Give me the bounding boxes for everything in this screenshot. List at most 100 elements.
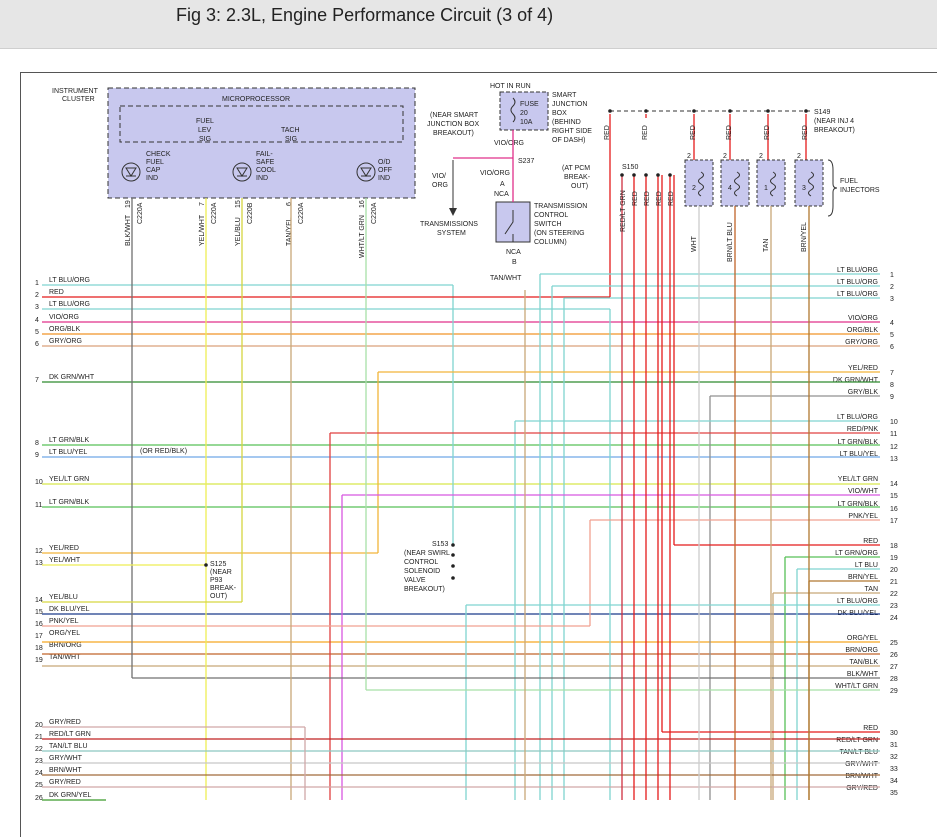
injector-number: 1 (764, 185, 768, 192)
left-wire-num: 1 (35, 280, 39, 287)
right-wire-label: BLK/WHT (847, 671, 879, 678)
right-wire-num: 8 (890, 382, 894, 389)
left-wire-label: YEL/BLU (49, 594, 78, 601)
right-wire-label: BRN/WHT (845, 773, 878, 780)
left-wire-num: 24 (35, 770, 43, 777)
title-bar: Fig 3: 2.3L, Engine Performance Circuit … (0, 0, 937, 49)
right-wire-label: TAN/LT BLU (839, 749, 878, 756)
pin-conn-1: C220A (137, 202, 144, 224)
right-wire-label: LT BLU/ORG (837, 414, 878, 421)
pin-wire-5: WHT/LT GRN (359, 215, 366, 258)
right-wire-label: LT BLU/ORG (837, 279, 878, 286)
right-wire-label: PNK/YEL (848, 513, 878, 520)
left-wire-label: PNK/YEL (49, 618, 79, 625)
right-wire-label: LT GRN/ORG (835, 550, 878, 557)
left-wire-label: YEL/WHT (49, 557, 81, 564)
s149-l2: (NEAR INJ 4 (814, 118, 854, 125)
ind2-l1: FAIL- (256, 151, 273, 158)
left-wire-num: 15 (35, 609, 43, 616)
right-wire-num: 18 (890, 543, 898, 550)
right-wire-num: 4 (890, 320, 894, 327)
injector-top-pin: 2 (759, 153, 763, 160)
left-wire-label: RED/LT GRN (49, 731, 91, 738)
top-red-label: RED (690, 125, 697, 140)
left-wire-label: BRN/ORG (49, 642, 82, 649)
right-wire-num: 13 (890, 456, 898, 463)
ind1-l4: IND (146, 175, 158, 182)
cluster-label-1: INSTRUMENT (52, 88, 99, 95)
left-wire-label: LT GRN/BLK (49, 437, 90, 444)
right-wire-label: ORG/BLK (847, 327, 878, 334)
left-wire-num: 8 (35, 440, 39, 447)
right-wire-num: 14 (890, 481, 898, 488)
top-red-label: RED (604, 125, 611, 140)
left-wire-num: 4 (35, 317, 39, 324)
sjb-l5: RIGHT SIDE (552, 128, 592, 135)
left-wire-num: 25 (35, 782, 43, 789)
pin-wire-4: TAN/YEL (286, 217, 293, 246)
right-wire-label: TAN/BLK (849, 659, 878, 666)
s150-label: S150 (622, 164, 638, 171)
pin-wire-3: YEL/BLU (235, 217, 242, 246)
tan-wht-label: TAN/WHT (490, 275, 522, 282)
microprocessor-label: MICROPROCESSOR (222, 96, 290, 103)
top-red-label: RED (802, 125, 809, 140)
left-wire-num: 2 (35, 292, 39, 299)
right-wire-label: GRY/ORG (845, 339, 878, 346)
tcs-l4: (ON STEERING (534, 230, 585, 237)
left-wire-label: GRY/RED (49, 779, 81, 786)
left-wire-num: 11 (35, 502, 42, 509)
coil-icon (808, 171, 814, 197)
fuel-inj-l2: INJECTORS (840, 187, 880, 194)
right-wire-num: 1 (890, 272, 894, 279)
s153-dot (451, 564, 455, 568)
left-wire-num: 5 (35, 329, 39, 336)
vio-org-2: VIO/ORG (480, 170, 510, 177)
pin-b: B (512, 259, 517, 266)
right-wire-label: RED (863, 725, 878, 732)
pcm-l2: BREAK- (564, 174, 591, 181)
right-wire-num: 7 (890, 370, 894, 377)
right-wire-label: GRY/WHT (845, 761, 879, 768)
right-wire-num: 9 (890, 394, 894, 401)
right-wire-num: 34 (890, 778, 898, 785)
left-wire-num: 22 (35, 746, 43, 753)
right-wire-label: RED/LT GRN (836, 737, 878, 744)
left-wire-label: YEL/LT GRN (49, 476, 89, 483)
injector-wire-label: WHT (691, 235, 698, 252)
coil-icon (734, 171, 740, 197)
left-wire-num: 14 (35, 597, 43, 604)
left-wire-label: ORG/YEL (49, 630, 80, 637)
right-wire-num: 11 (890, 431, 897, 438)
s153-label: (NEAR SWIRL (404, 550, 450, 557)
vio-org-3a: VIO/ (432, 173, 446, 180)
s150-wire-label: RED/LT GRN (620, 190, 627, 232)
s149-dot (692, 109, 696, 113)
pin-num-2: 7 (199, 202, 206, 206)
right-wire-num: 19 (890, 555, 898, 562)
left-wire-num: 6 (35, 341, 39, 348)
right-wire-num: 22 (890, 591, 898, 598)
left-wire-label: LT BLU/ORG (49, 301, 90, 308)
right-wire-num: 28 (890, 676, 898, 683)
left-wire-num: 19 (35, 657, 43, 664)
left-wire-label: GRY/WHT (49, 755, 83, 762)
pin-wire-2: YEL/WHT (199, 214, 206, 246)
led-fail-safe-icon (232, 162, 252, 182)
left-wire-label: BRN/WHT (49, 767, 82, 774)
nca-2: NCA (506, 249, 521, 256)
pin-num-4: 6 (286, 202, 293, 206)
injector-number: 3 (802, 185, 806, 192)
fuel-inj-l1: FUEL (840, 178, 858, 185)
coil-icon (698, 171, 704, 197)
tcs-l3: SWITCH (534, 221, 562, 228)
or-red-blk-note: (OR RED/BLK) (140, 448, 187, 455)
smart-junction-box: HOT IN RUN FUSE 20 10A SMART JUNCTION BO… (420, 83, 592, 282)
injector-top-pin: 2 (723, 153, 727, 160)
left-wire-label: DK BLU/YEL (49, 606, 90, 613)
pin-num-3: 15 (235, 200, 242, 208)
right-wire-num: 30 (890, 730, 898, 737)
ind2-l4: IND (256, 175, 268, 182)
right-wire-num: 3 (890, 296, 894, 303)
